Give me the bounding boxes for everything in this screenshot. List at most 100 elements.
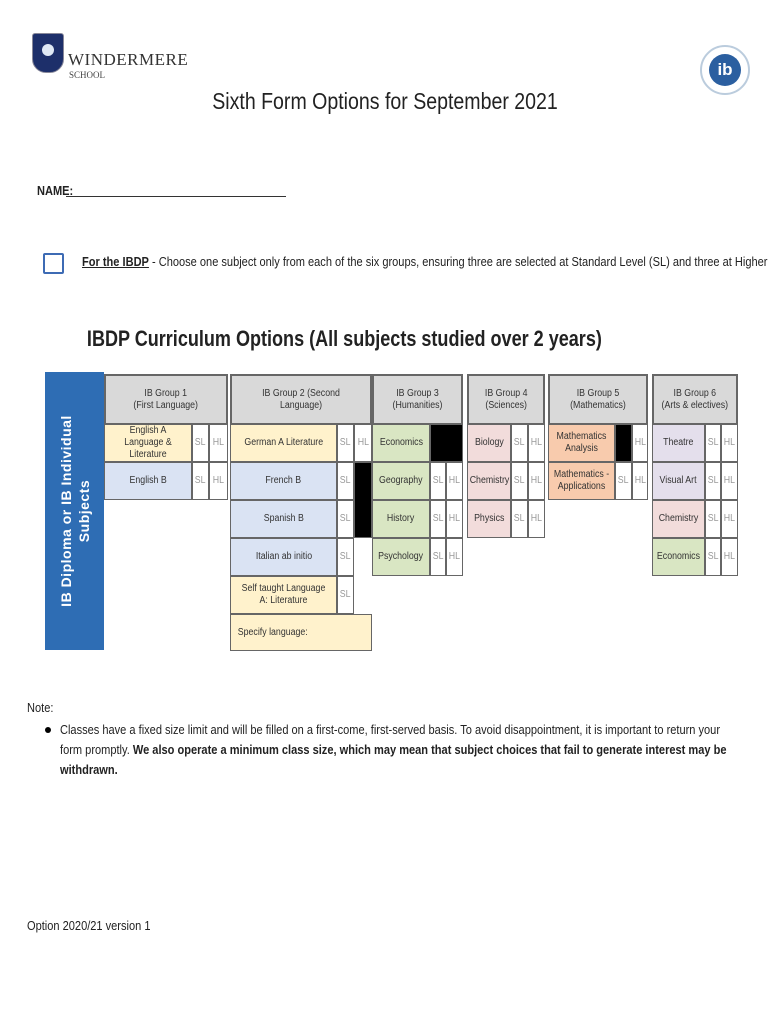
bullet-icon [45, 727, 51, 733]
sl-option[interactable]: SL [615, 462, 632, 500]
ib-logo-text: ib [709, 54, 741, 86]
sl-option[interactable]: SL [430, 462, 446, 500]
side-label-line2: Subjects [75, 479, 92, 543]
group-3-header-text: IB Group 3 (Humanities) [392, 387, 443, 411]
group-5-header: IB Group 5 (Mathematics) [548, 374, 648, 424]
school-subtitle: SCHOOL [69, 70, 106, 80]
hl-option-text: HL [723, 551, 736, 562]
sl-option[interactable]: SL [337, 500, 354, 538]
subject-cell[interactable]: Economics [372, 424, 430, 462]
sl-option-text: SL [195, 437, 206, 448]
sl-option-text: SL [340, 475, 351, 486]
sl-option-text: SL [340, 589, 351, 600]
hl-option[interactable]: HL [721, 424, 738, 462]
ibdp-instruction: For the IBDP - Choose one subject only f… [82, 254, 770, 269]
sl-option-text: SL [432, 551, 444, 562]
sl-option[interactable]: SL [337, 424, 354, 462]
sl-option[interactable]: SL [705, 538, 721, 576]
sl-option-text: SL [707, 513, 719, 524]
subject-cell[interactable]: Self taught Language A: Literature [230, 576, 337, 614]
sl-option[interactable]: SL [337, 462, 354, 500]
group-4-header-text: IB Group 4 (Sciences) [484, 387, 528, 411]
sl-option[interactable]: SL [511, 500, 528, 538]
subject-cell[interactable]: Spanish B [230, 500, 337, 538]
ibdp-checkbox[interactable] [43, 253, 64, 274]
hl-option[interactable]: HL [209, 462, 228, 500]
subject-cell[interactable]: Chemistry [467, 462, 511, 500]
subject-cell[interactable]: Specify language: [230, 614, 372, 651]
subject-cell[interactable]: Biology [467, 424, 511, 462]
subject-cell-text: Specify language: [237, 626, 308, 638]
subject-cell[interactable]: English A Language & Literature [104, 424, 192, 462]
subject-cell[interactable]: Visual Art [652, 462, 705, 500]
sl-option-text: SL [432, 513, 444, 524]
subject-cell[interactable]: Psychology [372, 538, 430, 576]
subject-cell[interactable]: French B [230, 462, 337, 500]
subject-cell[interactable]: Physics [467, 500, 511, 538]
hl-option[interactable]: HL [209, 424, 228, 462]
sl-option[interactable]: SL [430, 538, 446, 576]
hl-option[interactable]: HL [632, 462, 648, 500]
curriculum-title: IBDP Curriculum Options (All subjects st… [86, 326, 602, 351]
side-label-line1: IB Diploma or IB Individual [57, 415, 74, 607]
subject-cell-text: Spanish B [263, 513, 304, 524]
subject-cell[interactable]: Chemistry [652, 500, 705, 538]
sl-option-text: SL [514, 513, 525, 524]
hl-option[interactable]: HL [446, 538, 463, 576]
sl-option-text: SL [340, 437, 351, 448]
note-text: Classes have a fixed size limit and will… [60, 720, 740, 780]
sl-option[interactable]: SL [192, 462, 209, 500]
name-field[interactable] [66, 196, 286, 197]
instruction-text: - Choose one subject only from each of t… [148, 254, 770, 269]
subject-cell[interactable]: Economics [652, 538, 705, 576]
subject-cell[interactable]: English B [104, 462, 192, 500]
hl-option-text: HL [530, 437, 543, 448]
sl-option-text: SL [514, 437, 525, 448]
hl-option-text: HL [530, 475, 543, 486]
subject-cell-text: Economics [656, 551, 701, 562]
subject-cell-text: Italian ab initio [255, 551, 312, 562]
hl-option[interactable]: HL [632, 424, 648, 462]
hl-option[interactable]: HL [446, 462, 463, 500]
sl-option[interactable]: SL [705, 462, 721, 500]
sl-option[interactable]: SL [705, 500, 721, 538]
subject-cell-text: Mathematics Analysis [556, 431, 607, 454]
subject-cell-text: Chemistry [658, 513, 699, 524]
hl-option-text: HL [530, 513, 543, 524]
sl-option[interactable]: SL [192, 424, 209, 462]
sl-option[interactable]: SL [511, 424, 528, 462]
ib-logo: ib [700, 45, 750, 95]
hl-option-text: HL [448, 551, 461, 562]
sl-option-text: SL [618, 475, 629, 486]
subject-cell-text: English A Language & Literature [124, 425, 172, 460]
subject-cell[interactable]: Mathematics - Applications [548, 462, 615, 500]
sl-option-text: SL [707, 551, 719, 562]
sl-option[interactable]: SL [511, 462, 528, 500]
sl-option-text: SL [707, 475, 719, 486]
hl-option[interactable]: HL [528, 500, 545, 538]
subject-cell[interactable]: Mathematics Analysis [548, 424, 615, 462]
hl-option-text: HL [723, 437, 736, 448]
hl-option[interactable]: HL [721, 538, 738, 576]
sl-option[interactable]: SL [705, 424, 721, 462]
hl-option[interactable]: HL [528, 424, 545, 462]
subject-cell[interactable]: History [372, 500, 430, 538]
subject-cell[interactable]: German A Literature [230, 424, 337, 462]
subject-cell-text: Theatre [663, 437, 694, 448]
sl-option[interactable]: SL [430, 500, 446, 538]
group-2-header: IB Group 2 (Second Language) [230, 374, 372, 424]
hl-option[interactable]: HL [528, 462, 545, 500]
hl-option[interactable]: HL [721, 500, 738, 538]
hl-option[interactable]: HL [721, 462, 738, 500]
hl-option[interactable]: HL [354, 424, 372, 462]
sl-option[interactable]: SL [337, 576, 354, 614]
group-6-header-text: IB Group 6 (Arts & electives) [661, 387, 729, 411]
hl-option[interactable]: HL [446, 500, 463, 538]
sl-option[interactable]: SL [337, 538, 354, 576]
subject-cell[interactable]: Theatre [652, 424, 705, 462]
subject-cell-text: Mathematics - Applications [553, 469, 610, 492]
hl-option-text: HL [448, 475, 461, 486]
subject-cell[interactable]: Geography [372, 462, 430, 500]
subject-cell[interactable]: Italian ab initio [230, 538, 337, 576]
note-text-regular: Classes have a fixed size limit and will… [60, 722, 721, 757]
